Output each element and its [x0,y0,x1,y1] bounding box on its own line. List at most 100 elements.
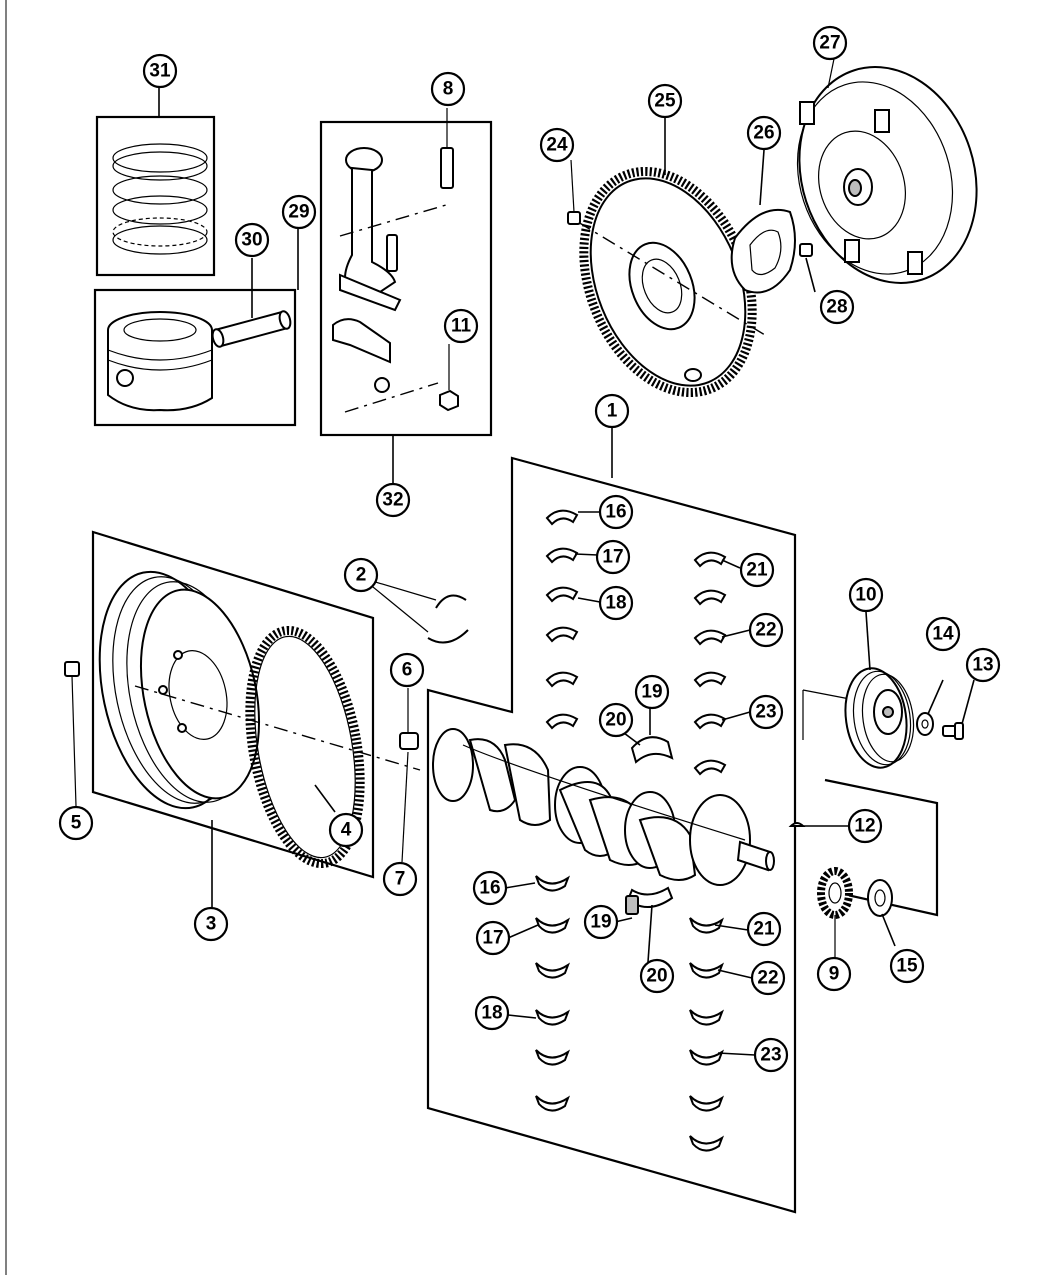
callout-31-label: 31 [149,61,171,82]
callout-7-label: 7 [395,869,406,890]
thrust-bearing-lower [625,886,674,915]
callout-12-label: 12 [854,816,875,837]
callout-4-label: 4 [341,820,352,841]
callout-18b-label: 18 [481,1003,502,1024]
callout-9-label: 9 [829,964,840,985]
connecting-rod [332,147,402,393]
callout-4: 4 [328,812,364,848]
callout-3-label: 3 [206,914,217,935]
callout-22: 22 [748,612,784,648]
callout-16-label: 16 [605,502,626,523]
callout-2: 2 [343,557,379,593]
callout-27: 27 [812,25,848,61]
adapter-bolt [799,243,813,257]
callout-19b-label: 19 [590,912,611,933]
callout-10: 10 [848,577,884,613]
callout-6-label: 6 [402,660,413,681]
rear-main-seal [361,577,469,644]
upper-bearing-shells-left [545,509,579,730]
drive-plate-bolt [64,661,80,807]
callout-28-label: 28 [826,297,847,318]
piston-pin [211,310,292,348]
drive-plate [98,570,261,810]
flywheel-panel [91,530,375,879]
damper-washer [916,712,934,736]
callout-18-label: 18 [605,593,626,614]
lower-bearing-shells-right [689,917,725,1152]
callout-32: 32 [375,482,411,518]
callout-17: 17 [595,539,631,575]
callout-30-label: 30 [241,230,262,251]
callout-26: 26 [746,115,782,151]
callout-15-label: 15 [896,956,918,977]
callout-5-label: 5 [71,813,82,834]
callout-10-label: 10 [855,585,876,606]
thrust-bearing-upper [630,736,674,764]
callout-24: 24 [539,127,575,163]
callout-13: 13 [965,647,1001,683]
callout-32-label: 32 [382,490,403,511]
callout-14-label: 14 [932,624,954,645]
callout-16b: 16 [472,870,508,906]
callout-27-label: 27 [819,33,840,54]
torque-converter [796,53,978,284]
callout-31: 31 [142,53,178,89]
leader-lines [158,88,975,1056]
callout-23b-label: 23 [760,1045,781,1066]
callout-23: 23 [748,694,784,730]
callout-17-label: 17 [602,547,623,568]
adapter-plate [730,208,796,294]
callout-30: 30 [234,222,270,258]
callout-24-label: 24 [546,135,568,156]
callout-22b: 22 [750,960,786,996]
callout-23-label: 23 [755,702,776,723]
piston [107,311,213,412]
piston-rings [112,143,208,255]
crankshaft [432,728,775,886]
callout-11: 11 [443,308,479,344]
crank-key [788,822,806,827]
callout-20b-label: 20 [646,966,667,987]
piston-panel [93,288,297,427]
drive-plate-centerline [134,685,421,771]
callout-6: 6 [389,652,425,688]
pilot-bushing [399,688,419,863]
callout-28: 28 [819,289,855,325]
callout-17b: 17 [475,920,511,956]
callout-12: 12 [847,808,883,844]
callout-3: 3 [193,906,229,942]
callout-29-label: 29 [288,202,309,223]
callout-5: 5 [58,805,94,841]
callout-16: 16 [598,494,634,530]
callout-16b-label: 16 [479,878,500,899]
callout-29: 29 [281,194,317,230]
callout-15: 15 [889,948,925,984]
rod-nut [344,344,459,413]
callout-1: 1 [594,393,630,429]
callout-20-label: 20 [605,710,626,731]
callout-2-label: 2 [356,565,367,586]
callout-21-label: 21 [746,560,768,581]
callout-25-label: 25 [654,91,676,112]
damper-bolt [942,722,964,740]
callout-22-label: 22 [755,620,776,641]
flexplate-bolt [567,159,581,225]
oil-slinger [867,879,893,917]
callout-18b: 18 [474,995,510,1031]
callout-20: 20 [598,702,634,738]
rod-bolt [339,108,454,272]
callout-17b-label: 17 [482,928,503,949]
callout-14: 14 [925,616,961,652]
callout-21b: 21 [746,911,782,947]
callout-19b: 19 [583,904,619,940]
lower-bearing-shells-left [535,875,571,1112]
crank-sprocket [817,867,853,958]
callout-20b: 20 [639,958,675,994]
callout-26-label: 26 [753,123,774,144]
vibration-damper [844,667,915,769]
callout-7: 7 [382,861,418,897]
callout-18: 18 [598,585,634,621]
callout-21b-label: 21 [753,919,775,940]
callout-21: 21 [739,552,775,588]
